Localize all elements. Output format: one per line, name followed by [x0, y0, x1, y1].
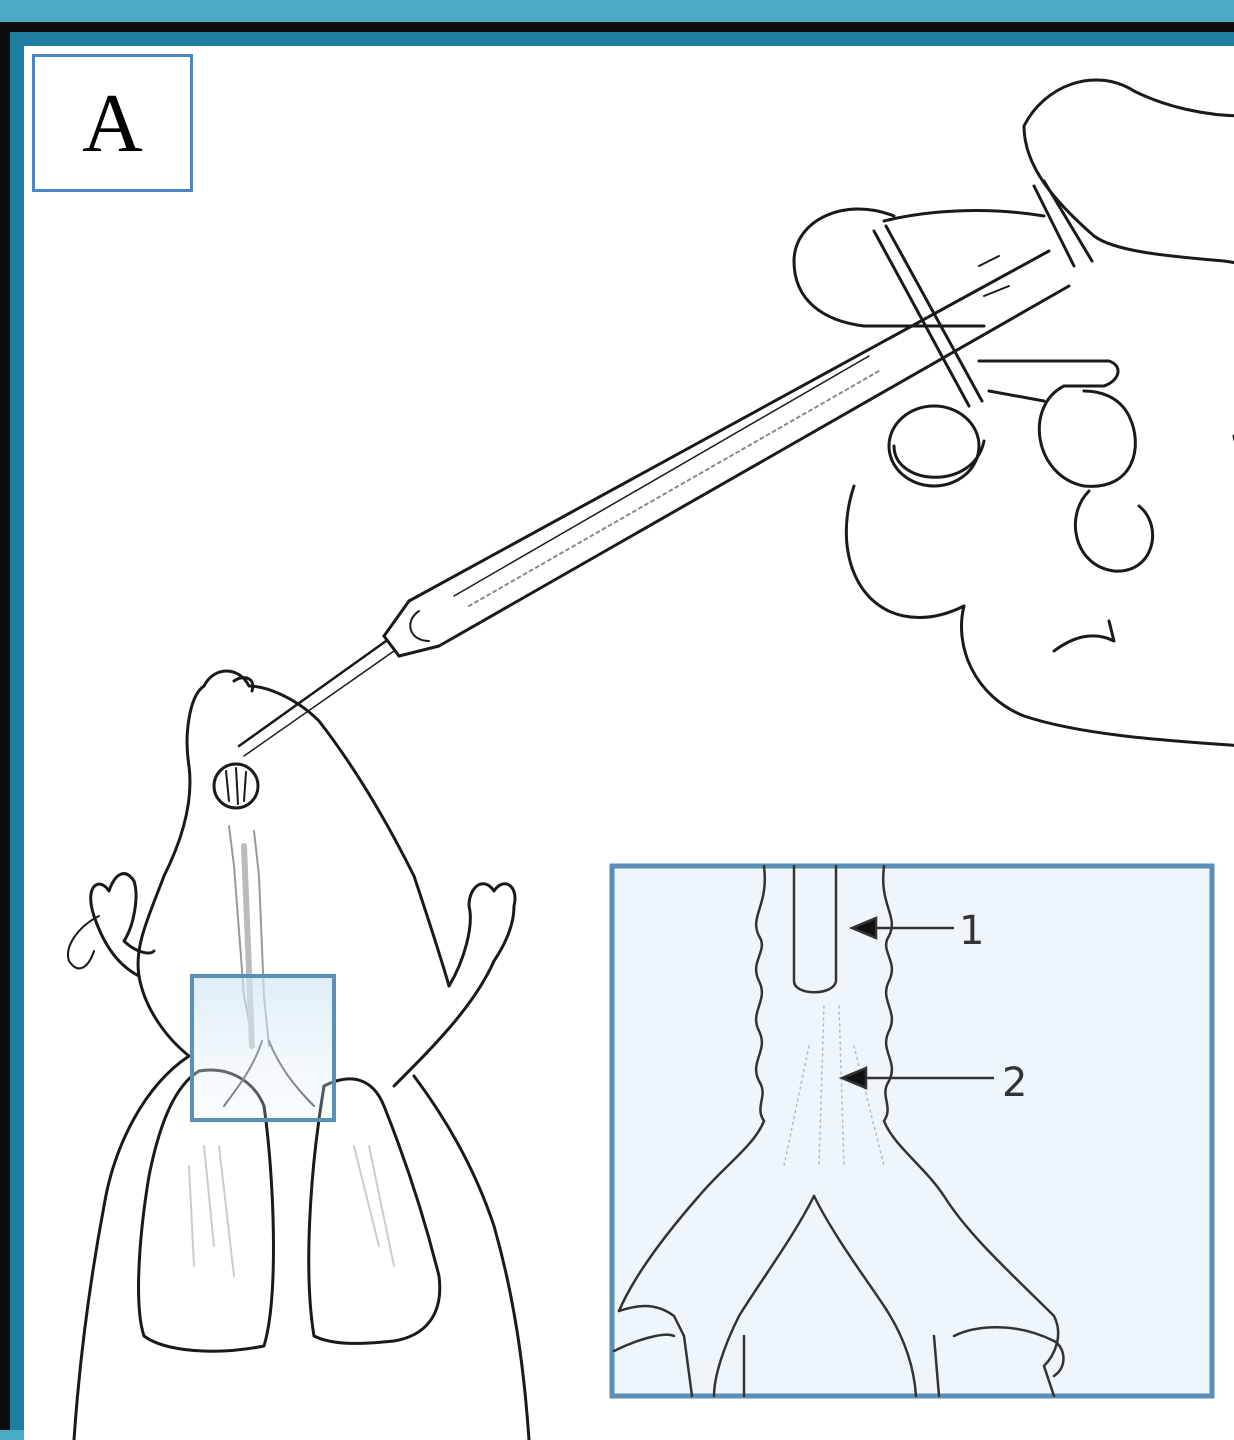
- callout-1: 1: [959, 908, 984, 954]
- trachea-bronchi-icon: 1 2: [612, 866, 1212, 1396]
- zoom-region-icon: [192, 976, 334, 1120]
- panel-label: A: [82, 75, 143, 172]
- illustration: 1 2: [24, 46, 1234, 1440]
- callout-2: 2: [1002, 1060, 1027, 1106]
- hand-holding-syringe-icon: [794, 80, 1234, 746]
- figure-canvas: 1 2 A: [24, 46, 1234, 1440]
- figure-frame: 1 2 A: [0, 22, 1234, 1430]
- panel-label-box: A: [32, 54, 193, 192]
- figure-inner-border: 1 2 A: [10, 32, 1234, 1430]
- syringe-icon: [239, 226, 1069, 756]
